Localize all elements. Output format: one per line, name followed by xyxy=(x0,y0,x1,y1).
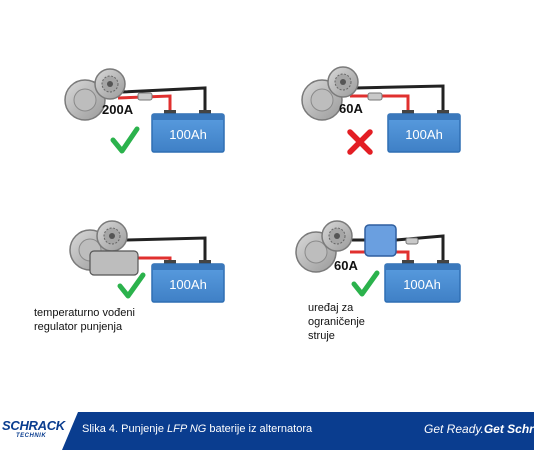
footer-background xyxy=(0,412,534,450)
limiter-caption-line-3: struje xyxy=(308,330,335,342)
logo-brand: SCHRACK xyxy=(2,418,65,433)
regulator-caption-line-2: regulator punjenja xyxy=(34,321,123,333)
alternator-icon xyxy=(301,66,359,121)
battery-icon xyxy=(151,260,225,303)
alternator-icon xyxy=(64,68,126,121)
wire-black xyxy=(395,234,445,262)
wire-red xyxy=(396,250,410,262)
wire-black xyxy=(121,86,207,112)
checkmark-icon xyxy=(351,270,380,297)
cross-icon xyxy=(347,129,373,155)
caption-prefix: Slika 4. Punjenje xyxy=(82,423,167,435)
wire-black xyxy=(354,84,445,112)
limiter-caption-line-2: ograničenje xyxy=(308,316,365,328)
slogan-bold: Get Schrack xyxy=(483,422,534,436)
current-label: 60A xyxy=(339,101,363,116)
regulator-caption-line-1: temperaturno vođeni xyxy=(34,307,135,319)
slogan-normal: Get Ready. xyxy=(424,422,484,436)
fuse-icon xyxy=(137,92,153,101)
checkmark-icon xyxy=(110,126,140,154)
wire-black xyxy=(125,236,207,262)
slogan: Get Ready.Get Schrack xyxy=(424,422,534,436)
battery-capacity-label: 100Ah xyxy=(169,127,207,142)
footer-bar: SCHRACK TECHNIK Slika 4. Punjenje LFP NG… xyxy=(0,412,534,450)
schrack-logo: SCHRACK TECHNIK xyxy=(2,416,74,446)
panel-1: 200A 100Ah xyxy=(64,68,225,154)
figure-caption: Slika 4. Punjenje LFP NG baterije iz alt… xyxy=(82,423,312,435)
panel-2: 60A 100Ah xyxy=(301,66,461,155)
panel-3: 100Ah temperaturno vođeni regulator punj… xyxy=(34,220,225,333)
battery-icon xyxy=(151,110,225,153)
panel-4: 60A 100Ah uređaj za ograničenje struje xyxy=(295,220,461,342)
limiter-caption-line-1: uređaj za xyxy=(308,302,354,314)
regulator-box-icon xyxy=(89,250,139,276)
current-limiter-icon xyxy=(364,224,397,257)
alternator-icon xyxy=(295,220,353,273)
fuse-icon xyxy=(367,92,383,101)
battery-capacity-label: 100Ah xyxy=(405,127,443,142)
fuse-icon xyxy=(405,237,419,245)
caption-italic: LFP NG xyxy=(167,423,207,435)
battery-icon xyxy=(387,110,461,153)
battery-capacity-label: 100Ah xyxy=(169,277,207,292)
wire-red xyxy=(117,94,172,112)
caption-suffix: baterije iz alternatora xyxy=(206,423,313,435)
battery-capacity-label: 100Ah xyxy=(403,277,441,292)
checkmark-icon xyxy=(117,272,146,299)
logo-sub: TECHNIK xyxy=(16,433,47,439)
current-label: 60A xyxy=(334,258,358,273)
battery-icon xyxy=(384,260,461,303)
current-label: 200A xyxy=(102,102,134,117)
